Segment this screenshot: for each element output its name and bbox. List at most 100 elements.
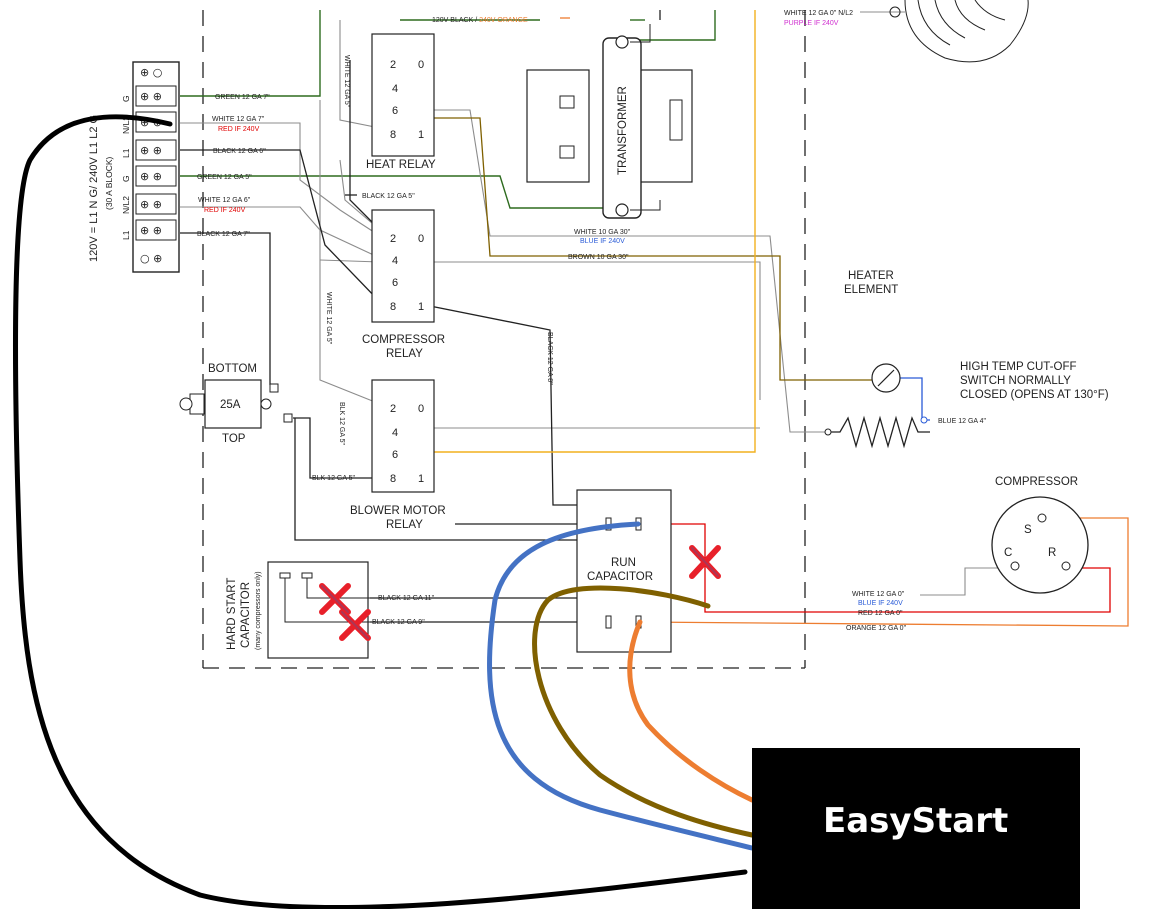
svg-text:⊕ ○: ⊕ ○ xyxy=(140,66,162,79)
breaker-bottom-label: BOTTOM xyxy=(208,363,257,375)
svg-text:1: 1 xyxy=(418,301,424,313)
svg-text:6: 6 xyxy=(392,105,398,117)
compressor-r-terminal: R xyxy=(1048,547,1056,559)
heat-relay-label: HEAT RELAY xyxy=(366,159,436,171)
hard-start-capacitor: HARD START CAPACITOR (many compressors o… xyxy=(226,561,370,659)
blower-motor-relay: 2 0 4 6 8 1 BLOWER MOTOR RELAY xyxy=(350,379,446,531)
label-orange-0: ORANGE 12 GA 0" xyxy=(846,625,907,632)
label-white-10: WHITE 10 GA 30" xyxy=(574,229,631,236)
breaker-rating: 25A xyxy=(220,399,241,411)
row-label-g2: G xyxy=(121,175,131,182)
gray-wires xyxy=(180,11,1012,596)
label-green-7: GREEN 12 GA 7" xyxy=(215,94,270,101)
blue-thick-wire xyxy=(487,521,755,851)
svg-text:8: 8 xyxy=(390,301,396,313)
label-black-9: BLACK 12 GA 9" xyxy=(372,619,425,626)
label-white-7: WHITE 12 GA 7" xyxy=(212,116,265,123)
black-thick-wire xyxy=(13,114,748,909)
run-capacitor-label-1: RUN xyxy=(611,557,636,569)
label-top-purple: PURPLE IF 240V xyxy=(784,20,839,27)
hard-start-label-2: CAPACITOR xyxy=(240,582,252,648)
cutoff-label-1: HIGH TEMP CUT-OFF xyxy=(960,361,1077,373)
svg-text:⊕ ⊕: ⊕ ⊕ xyxy=(140,144,162,157)
x-mark-hard-start-2 xyxy=(339,609,371,641)
compressor: COMPRESSOR S C R xyxy=(991,476,1089,594)
label-white-6-red: RED IF 240V xyxy=(204,207,246,214)
red-x-marks xyxy=(319,545,721,641)
transformer-label: TRANSFORMER xyxy=(617,86,629,175)
easystart-label: EasyStart xyxy=(823,801,1008,841)
brown-wire xyxy=(400,117,872,381)
blower-relay-label-2: RELAY xyxy=(386,519,423,531)
terminal-block: ⊕ ○ ⊕ ⊕ ⊕ ⊕ ⊕ ⊕ ⊕ ⊕ ⊕ ⊕ ⊕ ⊕ ○ ⊕ xyxy=(132,61,180,273)
hard-start-note: (many compressors only) xyxy=(255,571,262,650)
row-label-l1a: L1 xyxy=(121,148,131,158)
cutoff-label-3: CLOSED (OPENS AT 130°F) xyxy=(960,389,1109,401)
red-wires xyxy=(640,523,1111,613)
label-top-black: 120V BLACK / 240V ORANGE xyxy=(432,17,528,24)
svg-text:1: 1 xyxy=(418,129,424,141)
label-white-0-blue: BLUE IF 240V xyxy=(858,600,903,607)
row-label-l1b: L1 xyxy=(121,230,131,240)
svg-text:8: 8 xyxy=(390,473,396,485)
heat-relay: 2 0 4 6 8 1 HEAT RELAY xyxy=(366,33,436,171)
compressor-relay: 2 0 4 6 8 1 COMPRESSOR RELAY xyxy=(362,209,445,360)
label-blk-vert: BLK 12 GA 5" xyxy=(338,402,345,445)
breaker-top-label: TOP xyxy=(222,433,246,445)
heater-label-2: ELEMENT xyxy=(844,284,898,296)
x-mark-run-capacitor xyxy=(689,545,721,579)
svg-text:0: 0 xyxy=(418,59,424,71)
svg-text:0: 0 xyxy=(418,233,424,245)
run-capacitor-label-2: CAPACITOR xyxy=(587,571,653,583)
orange-wires xyxy=(560,17,1129,627)
svg-text:6: 6 xyxy=(392,277,398,289)
yellow-wire xyxy=(400,10,756,453)
compressor-s-terminal: S xyxy=(1024,524,1032,536)
compressor-relay-label-2: RELAY xyxy=(386,348,423,360)
blower-relay-label-1: BLOWER MOTOR xyxy=(350,505,446,517)
terminal-row-labels: G N/L2 L1 G N/L2 L1 120V = L1 N G/ 240V … xyxy=(88,95,131,262)
cutoff-label-2: SWITCH NORMALLY xyxy=(960,375,1071,387)
svg-text:4: 4 xyxy=(392,427,398,439)
svg-text:⊕ ⊕: ⊕ ⊕ xyxy=(140,224,162,237)
svg-text:⊕ ⊕: ⊕ ⊕ xyxy=(140,170,162,183)
easystart-module: EasyStart xyxy=(752,748,1080,909)
enclosure-dashed-border xyxy=(202,10,806,669)
hard-start-label-1: HARD START xyxy=(226,578,238,650)
compressor-relay-label-1: COMPRESSOR xyxy=(362,334,445,346)
wire-labels-capacitor: BLACK 12 GA 11" BLACK 12 GA 9" WHITE 12 … xyxy=(372,418,987,632)
label-brown-10: BROWN 10 GA 30" xyxy=(568,254,629,261)
wire-labels-left: GREEN 12 GA 7" WHITE 12 GA 7" RED IF 240… xyxy=(197,55,553,482)
orange-thick-wire xyxy=(627,619,755,803)
label-white-7-red: RED IF 240V xyxy=(218,126,260,133)
svg-text:6: 6 xyxy=(392,449,398,461)
terminal-block-rating-label: (30 A BLOCK) xyxy=(104,156,114,210)
label-black-vert-8: BLACK 12 GA 8" xyxy=(546,332,553,385)
label-blk-horiz: BLK 12 GA 5" xyxy=(312,475,355,482)
green-wires xyxy=(180,10,716,209)
row-label-g1: G xyxy=(121,95,131,102)
svg-text:2: 2 xyxy=(390,403,396,415)
terminal-block-voltage-label: 120V = L1 N G/ 240V L1 L2 G xyxy=(88,115,100,262)
label-white-10-blue: BLUE IF 240V xyxy=(580,238,625,245)
svg-text:2: 2 xyxy=(390,59,396,71)
label-black-7: BLACK 12 GA 7" xyxy=(197,231,250,238)
svg-text:8: 8 xyxy=(390,129,396,141)
svg-text:⊕ ⊕: ⊕ ⊕ xyxy=(140,198,162,211)
label-red-0: RED 12 GA 0" xyxy=(858,610,903,617)
label-green-5: GREEN 12 GA 5" xyxy=(197,174,252,181)
svg-text:○ ⊕: ○ ⊕ xyxy=(140,252,162,265)
high-temp-cutoff-switch: HIGH TEMP CUT-OFF SWITCH NORMALLY CLOSED… xyxy=(871,361,1109,401)
circuit-breaker: BOTTOM 25A TOP xyxy=(179,363,293,445)
x-mark-outlines xyxy=(321,547,719,639)
label-white-vert-5a: WHITE 12 GA 5" xyxy=(343,55,350,108)
svg-text:1: 1 xyxy=(418,473,424,485)
easystart-wires xyxy=(13,114,755,909)
run-capacitor: RUN CAPACITOR xyxy=(576,489,672,653)
svg-text:⊕ ⊕: ⊕ ⊕ xyxy=(140,90,162,103)
wire-labels-top: 120V BLACK / 240V ORANGE WHITE 12 GA 0" … xyxy=(432,10,853,261)
compressor-c-terminal: C xyxy=(1004,547,1012,559)
row-label-n2: N/L2 xyxy=(121,196,131,214)
